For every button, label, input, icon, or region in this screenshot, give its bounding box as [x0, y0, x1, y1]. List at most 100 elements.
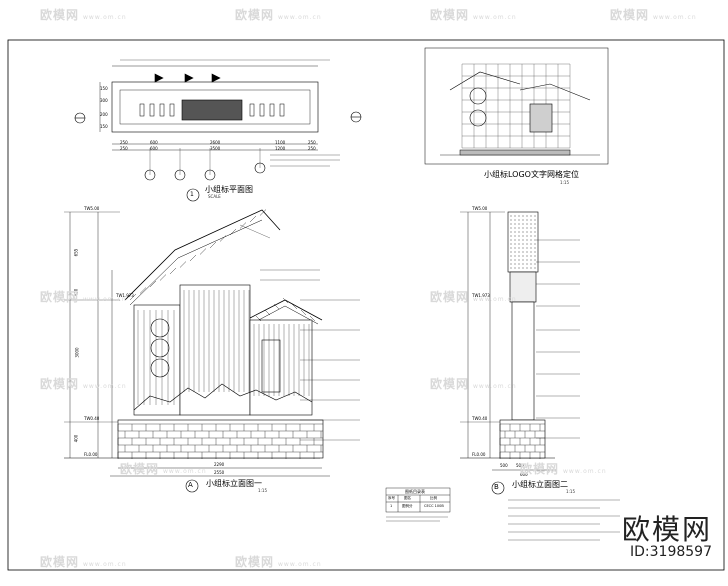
notes-table — [385, 487, 451, 522]
table-header: 图名 — [404, 496, 411, 500]
roof-tile — [264, 309, 271, 316]
column-dot — [514, 243, 516, 245]
column-dot — [518, 215, 520, 217]
column-dot — [522, 235, 524, 237]
level-label: TW1.973 — [472, 293, 490, 298]
panel-center — [179, 284, 251, 416]
column-dot — [518, 267, 520, 269]
column-dot — [514, 255, 516, 257]
column-dot — [514, 251, 516, 253]
plan-title: 小组标平面图 — [205, 185, 253, 194]
side-column-low — [511, 301, 535, 421]
roof-tile — [255, 315, 262, 322]
dim-label: 250 — [120, 140, 128, 145]
dim-label: 150 — [100, 124, 108, 129]
column-dot — [526, 259, 528, 261]
brick-pattern — [117, 423, 323, 459]
column-dot — [526, 239, 528, 241]
column-dot — [526, 215, 528, 217]
elevation-a — [64, 209, 360, 493]
column-dot — [510, 223, 512, 225]
column-dot — [534, 239, 536, 241]
column-dot — [522, 251, 524, 253]
column-dot — [522, 219, 524, 221]
mountain-silhouette — [133, 383, 313, 411]
column-dot — [514, 231, 516, 233]
column-dot — [522, 267, 524, 269]
column-dot — [530, 223, 532, 225]
column-dot — [534, 255, 536, 257]
dim-label: 400 — [73, 434, 79, 443]
column-dot — [510, 227, 512, 229]
dim-label: 3500 — [210, 146, 221, 151]
dim-label: 1200 — [275, 146, 286, 151]
dim-label: 1100 — [275, 140, 286, 145]
column-dot — [526, 223, 528, 225]
column-dot — [514, 239, 516, 241]
column-dot — [514, 219, 516, 221]
column-dot — [530, 255, 532, 257]
elevation-b-title: 小组标立面图二 — [512, 480, 568, 489]
column-dot — [522, 243, 524, 245]
roof-tile — [209, 241, 217, 249]
column-dot — [530, 231, 532, 233]
column-dot — [534, 231, 536, 233]
level-label: TW0.40 — [472, 416, 488, 421]
column-dot — [526, 219, 528, 221]
column-dot — [530, 219, 532, 221]
roof-tile — [149, 280, 157, 288]
table-title: 图纸目录表 — [405, 489, 425, 494]
column-dot — [526, 235, 528, 237]
column-dot — [534, 259, 536, 261]
roof-tile — [309, 315, 316, 322]
elevation-b-scale: 1:15 — [566, 489, 575, 494]
dim-label: 500 — [516, 463, 524, 468]
dim-label: 600 — [150, 140, 158, 145]
roof-tile — [300, 309, 307, 316]
sheet-frame — [7, 39, 725, 571]
column-dot — [510, 231, 512, 233]
elevation-a-title: 小组标立面图一 — [206, 479, 262, 488]
dim-label: 600 — [520, 472, 528, 477]
column-dot — [526, 251, 528, 253]
column-dot — [510, 259, 512, 261]
column-dot — [514, 223, 516, 225]
roof-tiles — [129, 209, 316, 322]
level-label: TW5.00 — [472, 206, 488, 211]
column-dot — [522, 231, 524, 233]
logo-grid-view — [424, 47, 609, 165]
level-label: FL0.00 — [84, 452, 98, 457]
column-dot — [534, 215, 536, 217]
column-dot — [514, 267, 516, 269]
elevation-a-scale: 1:15 — [258, 488, 267, 493]
column-dot — [526, 267, 528, 269]
column-dot — [526, 247, 528, 249]
column-dot — [518, 255, 520, 257]
logo-grid-lines — [461, 63, 571, 149]
column-dot — [510, 263, 512, 265]
column-dot — [522, 239, 524, 241]
column-dots — [510, 215, 536, 269]
dim-label: 655 — [73, 248, 79, 257]
column-dot — [530, 259, 532, 261]
column-dot — [534, 247, 536, 249]
column-dot — [522, 255, 524, 257]
column-dot — [518, 259, 520, 261]
roof-tile — [189, 254, 197, 262]
plan-number: 1 — [190, 191, 194, 198]
dim-label: 500 — [500, 463, 508, 468]
brand-logo: 欧模网 — [621, 513, 712, 546]
dim-label: 250 — [308, 146, 316, 151]
column-dot — [534, 243, 536, 245]
logo-grid-frame — [424, 47, 609, 165]
logo-grid-scale: 1:15 — [560, 180, 569, 185]
table-cell: 图例分 — [402, 504, 413, 508]
column-dot — [518, 227, 520, 229]
logo-grid-marks — [469, 87, 553, 133]
column-dot — [510, 251, 512, 253]
roof-tile — [169, 267, 177, 275]
